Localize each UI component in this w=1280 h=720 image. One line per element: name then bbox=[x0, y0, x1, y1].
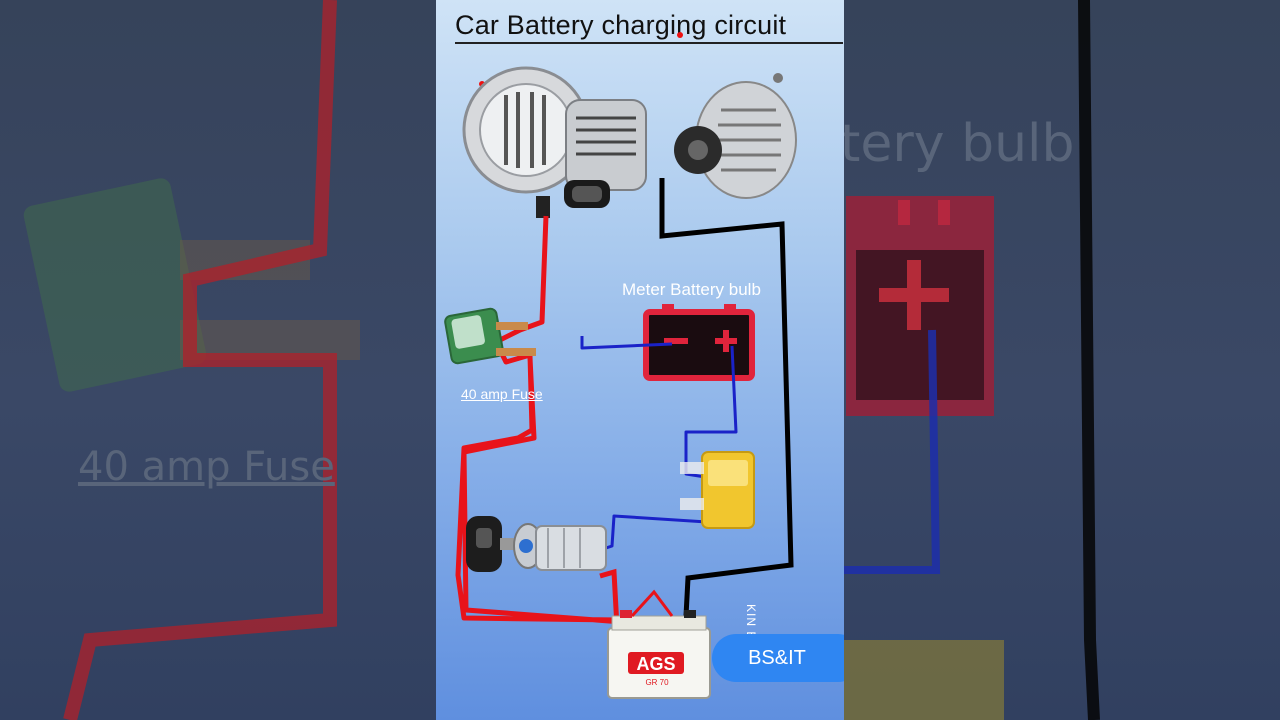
title-underline bbox=[455, 42, 843, 44]
bulb-zoom-tabs bbox=[898, 200, 950, 225]
mini-fuse-icon bbox=[680, 451, 755, 529]
channel-badge-button[interactable]: BS&IT bbox=[712, 634, 844, 682]
diagram-title: Car Battery charging circuit bbox=[455, 10, 787, 40]
fuse-40amp-icon bbox=[444, 307, 536, 365]
black-wire-zoom bbox=[1078, 0, 1100, 720]
ground-wire bbox=[659, 178, 794, 617]
fuse-zoom-shape bbox=[23, 178, 207, 392]
positive-wire bbox=[455, 215, 629, 651]
red-wire-zoom bbox=[63, 0, 337, 720]
diagram-art: AGS GR 70 bbox=[444, 32, 797, 699]
ignition-key-switch-icon bbox=[466, 516, 607, 572]
battery-model: GR 70 bbox=[645, 678, 669, 687]
marker-dot bbox=[677, 32, 683, 38]
battery-brand: AGS bbox=[636, 654, 675, 674]
right-zoom-art bbox=[844, 0, 1100, 720]
car-battery-icon bbox=[607, 589, 711, 699]
meter-bulb-label: Meter Battery bulb bbox=[622, 280, 761, 299]
wiring-diagram: Car Battery charging circuit bbox=[436, 0, 844, 720]
yellow-fuse-zoom bbox=[844, 640, 1004, 720]
right-zoom-panel: tery bulb bbox=[844, 0, 1280, 720]
left-zoom-art bbox=[23, 0, 360, 720]
left-zoom-panel: 40 amp Fuse bbox=[0, 0, 436, 720]
battery-warning-bulb-icon bbox=[643, 304, 755, 381]
blue-wire-zoom bbox=[844, 329, 941, 574]
alternator-side bbox=[674, 73, 797, 199]
plus-zoom-icon bbox=[879, 260, 949, 330]
left-zoom-fuse-text: 40 amp Fuse bbox=[78, 444, 335, 490]
right-zoom-bulb-text: tery bulb bbox=[844, 114, 1075, 174]
fuse-label: 40 amp Fuse bbox=[461, 386, 543, 402]
alternator-rear bbox=[462, 66, 647, 218]
